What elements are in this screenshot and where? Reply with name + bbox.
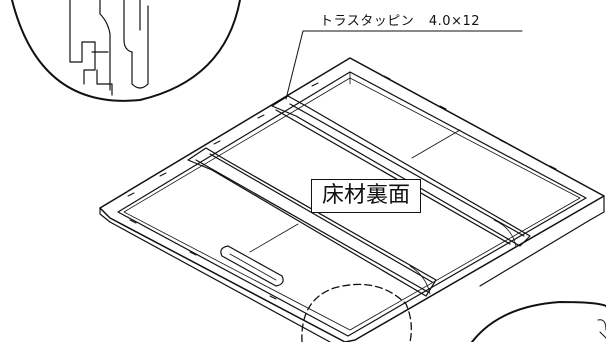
detail-circle-dashed xyxy=(301,283,412,342)
rib-upper xyxy=(271,95,531,247)
rib-lower xyxy=(187,147,437,297)
callout-leader xyxy=(285,30,523,100)
floor-panel xyxy=(99,57,605,342)
screw-size: 4.0×12 xyxy=(428,14,480,29)
screw-name: トラスタッピン xyxy=(320,14,415,29)
floor-back-label: 床材裏面 xyxy=(311,179,421,213)
edge-notches xyxy=(127,75,557,300)
handle-slot xyxy=(220,245,284,287)
callout-label: トラスタッピン 4.0×12 xyxy=(320,10,480,29)
detail-magnifier-bottom-right xyxy=(471,301,606,342)
detail-magnifier-top-left xyxy=(11,0,241,102)
